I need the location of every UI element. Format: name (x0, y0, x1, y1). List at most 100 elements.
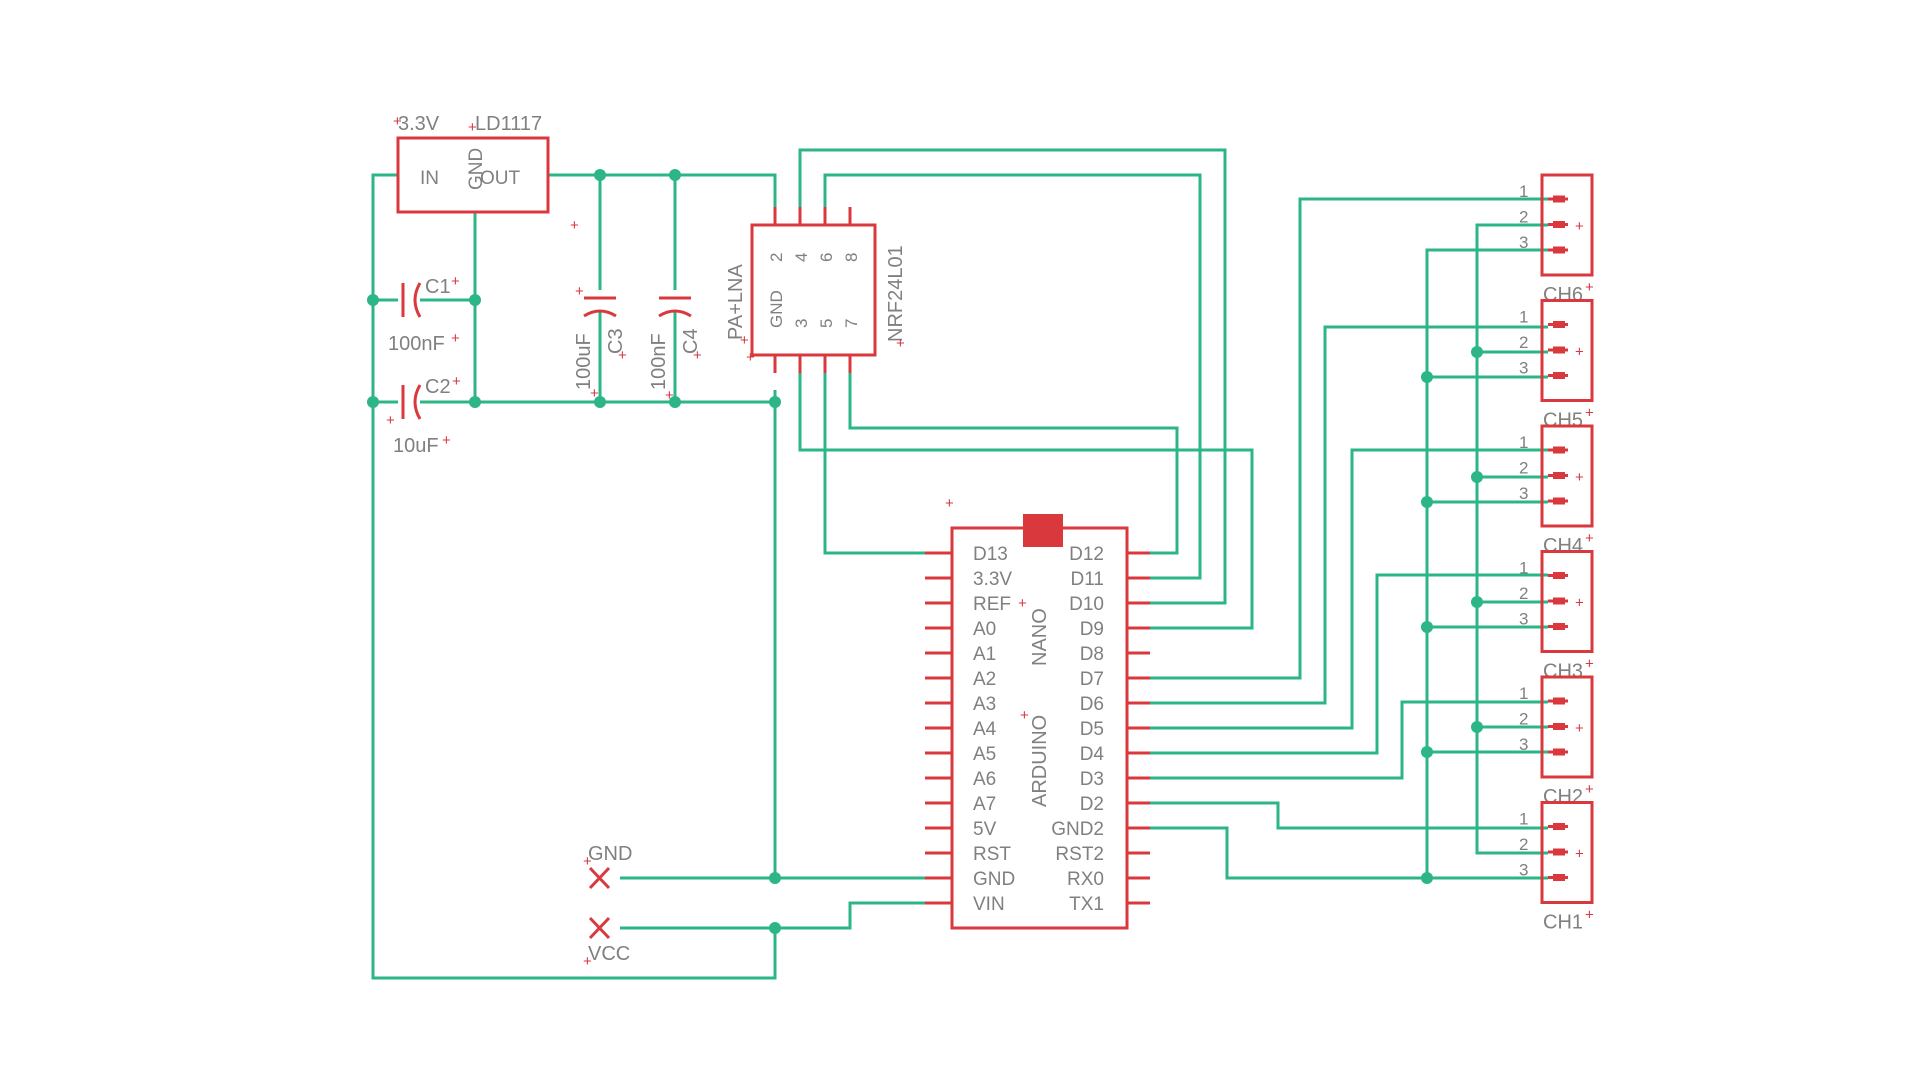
connector-ch1: 123+CH1+ (1519, 801, 1594, 934)
connector-pin-number: 3 (1519, 610, 1528, 629)
arduino-usb-marker (1023, 514, 1063, 547)
nano-pin-a4: A4 (973, 719, 997, 740)
nano-pin-a3: A3 (973, 694, 996, 715)
wire-3v3-rail (548, 173, 777, 207)
connector-pin-contact (1553, 472, 1565, 479)
wire-d5-ch4 (1150, 448, 1548, 730)
connector-pin-contact (1553, 321, 1565, 328)
connector-pin-contact (1553, 246, 1565, 254)
svg-text:+: + (746, 349, 755, 366)
wire-radio5-d13 (823, 355, 925, 555)
connector-plus-marker: + (1575, 846, 1584, 863)
wire-radio7-d12 (848, 355, 1179, 555)
regulator-value: 3.3V (398, 113, 440, 135)
svg-text:+: + (740, 332, 749, 349)
nano-pin-a0: A0 (973, 619, 996, 640)
nano-pin-d2: D2 (1080, 794, 1104, 815)
wire-pin2-taps (1477, 350, 1548, 729)
c1-value: 100nF (388, 333, 445, 355)
radio-pin-2: 2 (767, 253, 786, 262)
connectors: 123+CH6+123+CH5+123+CH4+123+CH3+123+CH2+… (1519, 173, 1594, 934)
nano-pin-gnd: GND (973, 869, 1015, 890)
svg-text:+: + (665, 387, 674, 404)
nano-pin-3-3v: 3.3V (973, 569, 1012, 590)
svg-text:+: + (583, 853, 592, 870)
radio-pin-3: 3 (792, 319, 811, 328)
nano-pin-d7: D7 (1080, 669, 1104, 690)
connector-pin-number: 2 (1519, 333, 1528, 352)
wire-d2-ch1 (1150, 801, 1548, 830)
terminal-gnd: GND + (583, 843, 632, 890)
connector-label-marker: + (1585, 279, 1594, 296)
connector-plus-marker: + (1575, 720, 1584, 737)
nano-pin-d13: D13 (973, 544, 1008, 565)
connector-pin-number: 2 (1519, 584, 1528, 603)
connector-body (1540, 299, 1594, 402)
wire-radio4-d10 (798, 148, 1227, 605)
connector-pin-number: 1 (1519, 559, 1528, 578)
connector-pin-contact (1553, 195, 1565, 203)
nano-pin-a7: A7 (973, 794, 996, 815)
nano-pin-5v: 5V (973, 819, 997, 840)
nano-pin-d9: D9 (1080, 619, 1104, 640)
arduino-name: NANO (1029, 608, 1051, 666)
radio-pin-5: 5 (817, 319, 836, 328)
nano-pin-a5: A5 (973, 744, 996, 765)
c2-value: 10uF (393, 435, 439, 457)
connector-pin-contact (1553, 697, 1565, 705)
radio-pin-6: 6 (817, 253, 836, 262)
connector-pin-number: 2 (1519, 459, 1528, 478)
connector-pin-number: 3 (1519, 735, 1528, 754)
svg-text:+: + (386, 412, 395, 429)
wire-pin3-taps (1427, 375, 1548, 754)
nano-pin-a1: A1 (973, 644, 996, 665)
wire-d3-ch2 (1150, 700, 1548, 780)
nano-pin-vin: VIN (973, 894, 1005, 915)
connector-ch4: 123+CH4+ (1519, 424, 1594, 557)
connector-body (1540, 173, 1594, 277)
wire-radio6-d11 (823, 173, 1202, 580)
connector-pin-contact (1553, 823, 1565, 830)
connector-pin-number: 3 (1519, 359, 1528, 378)
nano-pin-d12: D12 (1069, 544, 1104, 565)
c4-value: 100nF (648, 333, 670, 390)
svg-text:+: + (590, 385, 599, 402)
connector-pin-number: 2 (1519, 710, 1528, 729)
nano-pin-rst2: RST2 (1055, 844, 1104, 865)
connector-pin-contact (1553, 748, 1565, 756)
svg-text:+: + (583, 953, 592, 970)
capacitor-c2: C2 10uF + + + (386, 373, 461, 457)
c3-name: C3 (605, 328, 627, 354)
wire-vcc-terminal (620, 901, 930, 930)
connector-ch5: 123+CH5+ (1519, 299, 1594, 432)
nano-pin-d6: D6 (1080, 694, 1104, 715)
wire-d6-ch5 (1150, 325, 1548, 705)
capacitor-c3: C3 100uF + + + (573, 283, 627, 402)
connector-plus-marker: + (1575, 595, 1584, 612)
wires (371, 148, 1548, 980)
nano-pin-tx1: TX1 (1069, 894, 1104, 915)
svg-text:+: + (575, 283, 584, 300)
svg-text:+: + (451, 273, 460, 290)
svg-text:+: + (1020, 707, 1029, 724)
nano-pin-d5: D5 (1080, 719, 1104, 740)
nano-pin-d8: D8 (1080, 644, 1104, 665)
nano-pin-d10: D10 (1069, 594, 1104, 615)
connector-pin-number: 3 (1519, 861, 1528, 880)
connector-body (1540, 801, 1594, 904)
svg-text:+: + (618, 347, 627, 364)
nano-pin-d11: D11 (1071, 569, 1104, 590)
terminal-vcc-label: VCC (588, 943, 630, 965)
svg-text:+: + (452, 373, 461, 390)
nano-pin-d4: D4 (1080, 744, 1105, 765)
connector-pin-number: 1 (1519, 433, 1528, 452)
terminal-gnd-label: GND (588, 843, 632, 865)
svg-text:+: + (393, 113, 402, 130)
connector-label-marker: + (1585, 656, 1594, 673)
radio-name: NRF24L01 (885, 245, 907, 342)
connector-label-marker: + (1585, 907, 1594, 924)
c4-name: C4 (680, 328, 702, 354)
